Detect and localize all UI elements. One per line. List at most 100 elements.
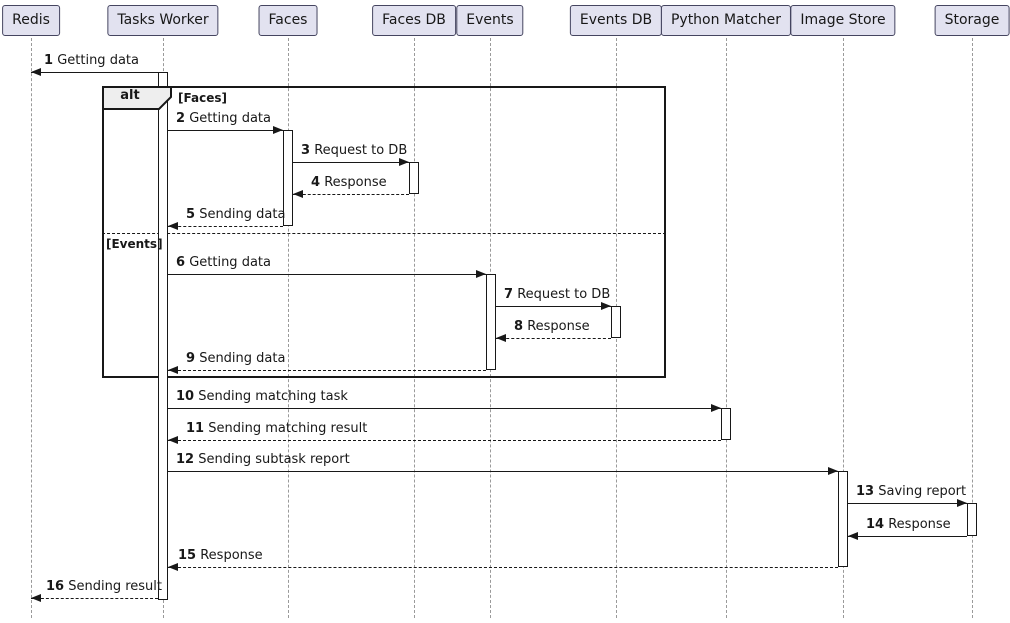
message-12-line [168, 471, 838, 472]
message-4-label: 4 Response [311, 175, 387, 191]
activation-image-store [838, 471, 848, 567]
message-1-num: 1 [44, 53, 54, 68]
lifeline-storage [972, 38, 973, 618]
message-1-arrowhead-icon [31, 68, 41, 76]
alt-operator-pentagon: alt [102, 86, 174, 110]
lifeline-faces-db [414, 38, 415, 618]
lifeline-python-matcher [726, 38, 727, 618]
message-3-num: 3 [301, 143, 311, 158]
message-4-text: Response [324, 175, 387, 190]
message-7-text: Request to DB [517, 287, 611, 302]
message-10-label: 10 Sending matching task [176, 389, 348, 405]
message-2-line [168, 130, 283, 131]
message-15-text: Response [200, 548, 263, 563]
message-7-num: 7 [504, 287, 514, 302]
message-14-line [848, 536, 967, 537]
message-9-label: 9 Sending data [186, 351, 285, 367]
message-16-text: Sending result [68, 579, 162, 594]
message-8-label: 8 Response [514, 319, 590, 335]
message-9-text: Sending data [199, 351, 286, 366]
lifeline-image-store [843, 38, 844, 618]
alt-operator-label: alt [120, 88, 140, 103]
message-6-line [168, 274, 486, 275]
activation-events-db [611, 306, 621, 338]
message-8-line [496, 338, 611, 339]
message-5-arrowhead-icon [168, 222, 178, 230]
message-9-num: 9 [186, 351, 196, 366]
guard-events: [Events] [106, 237, 163, 251]
message-12-arrowhead-icon [828, 467, 838, 475]
message-5-num: 5 [186, 207, 196, 222]
message-15-label: 15 Response [178, 548, 263, 564]
message-1-line [31, 72, 158, 73]
message-1-label: 1 Getting data [44, 53, 139, 69]
message-3-arrowhead-icon [399, 158, 409, 166]
message-13-line [848, 503, 967, 504]
participant-events: Events [456, 5, 524, 36]
message-5-text: Sending data [199, 207, 286, 222]
message-11-line [168, 440, 721, 441]
message-4-num: 4 [311, 175, 321, 190]
message-6-arrowhead-icon [476, 270, 486, 278]
alt-pentagon-shape [102, 86, 172, 110]
message-3-line [293, 162, 409, 163]
message-10-arrowhead-icon [711, 404, 721, 412]
participant-faces: Faces [258, 5, 318, 36]
message-4-line [293, 194, 409, 195]
message-14-num: 14 [866, 517, 885, 532]
message-9-line [168, 370, 486, 371]
activation-storage [967, 503, 977, 536]
message-3-text: Request to DB [314, 143, 408, 158]
message-3-label: 3 Request to DB [301, 143, 407, 159]
alt-frame [102, 86, 666, 378]
participant-events-db: Events DB [569, 5, 663, 36]
message-15-num: 15 [178, 548, 197, 563]
alt-frame-divider [102, 233, 666, 234]
message-7-line [496, 306, 611, 307]
message-12-text: Sending subtask report [198, 452, 350, 467]
participant-storage: Storage [934, 5, 1010, 36]
message-14-label: 14 Response [866, 517, 951, 533]
message-16-label: 16 Sending result [46, 579, 162, 595]
message-2-num: 2 [176, 111, 186, 126]
message-4-arrowhead-icon [293, 190, 303, 198]
message-8-text: Response [527, 319, 590, 334]
message-11-label: 11 Sending matching result [186, 421, 367, 437]
message-8-num: 8 [514, 319, 524, 334]
message-6-num: 6 [176, 255, 186, 270]
lifeline-faces [288, 38, 289, 618]
message-9-arrowhead-icon [168, 366, 178, 374]
message-7-label: 7 Request to DB [504, 287, 610, 303]
participant-tasks-worker: Tasks Worker [107, 5, 219, 36]
message-11-num: 11 [186, 421, 205, 436]
message-6-text: Getting data [189, 255, 271, 270]
message-13-text: Saving report [878, 484, 967, 499]
message-5-label: 5 Sending data [186, 207, 285, 223]
activation-events [486, 274, 496, 370]
message-5-line [168, 226, 283, 227]
activation-tasks-worker [158, 72, 168, 600]
message-12-label: 12 Sending subtask report [176, 452, 350, 468]
message-15-line [168, 567, 838, 568]
message-7-arrowhead-icon [601, 302, 611, 310]
message-2-label: 2 Getting data [176, 111, 271, 127]
activation-python-matcher [721, 408, 731, 440]
message-11-arrowhead-icon [168, 436, 178, 444]
message-13-arrowhead-icon [957, 499, 967, 507]
message-16-line [31, 598, 158, 599]
message-1-text: Getting data [57, 53, 139, 68]
participant-redis: Redis [2, 5, 60, 36]
activation-faces-db [409, 162, 419, 194]
message-13-num: 13 [856, 484, 875, 499]
message-12-num: 12 [176, 452, 195, 467]
message-16-num: 16 [46, 579, 65, 594]
participant-image-store: Image Store [790, 5, 896, 36]
message-16-arrowhead-icon [31, 594, 41, 602]
message-14-text: Response [888, 517, 951, 532]
activation-faces [283, 130, 293, 226]
message-10-text: Sending matching task [198, 389, 348, 404]
message-2-text: Getting data [189, 111, 271, 126]
message-11-text: Sending matching result [208, 421, 368, 436]
lifeline-redis [31, 38, 32, 618]
participant-faces-db: Faces DB [372, 5, 456, 36]
